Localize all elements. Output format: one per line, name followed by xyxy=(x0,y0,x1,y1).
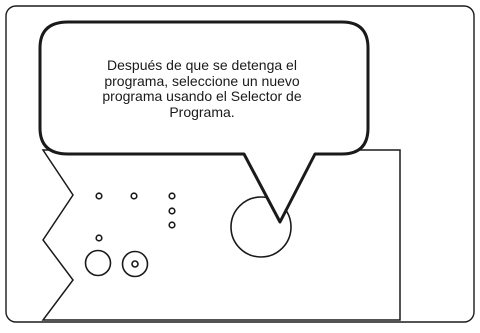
indicator-dot-icon xyxy=(168,221,176,229)
callout-line: Programa. xyxy=(169,103,235,120)
callout-line: Después de que se detenga el xyxy=(107,57,297,73)
indicator-dot-icon xyxy=(130,192,138,200)
indicator-dot-icon xyxy=(95,192,103,200)
callout-line: programa usando el Selector de xyxy=(102,88,302,104)
indicator-dot-icon xyxy=(168,192,176,200)
callout-line: programa, seleccione un nuevo xyxy=(104,72,300,89)
start-button-center-icon xyxy=(131,260,139,268)
indicator-dot-icon xyxy=(95,234,103,242)
indicator-dot-icon xyxy=(168,207,176,215)
callout-text: Después de que se detenga el programa, s… xyxy=(52,57,352,120)
callout-bubble xyxy=(38,20,370,224)
power-button[interactable] xyxy=(84,249,112,277)
start-button[interactable] xyxy=(121,250,149,278)
control-panel xyxy=(41,149,401,321)
